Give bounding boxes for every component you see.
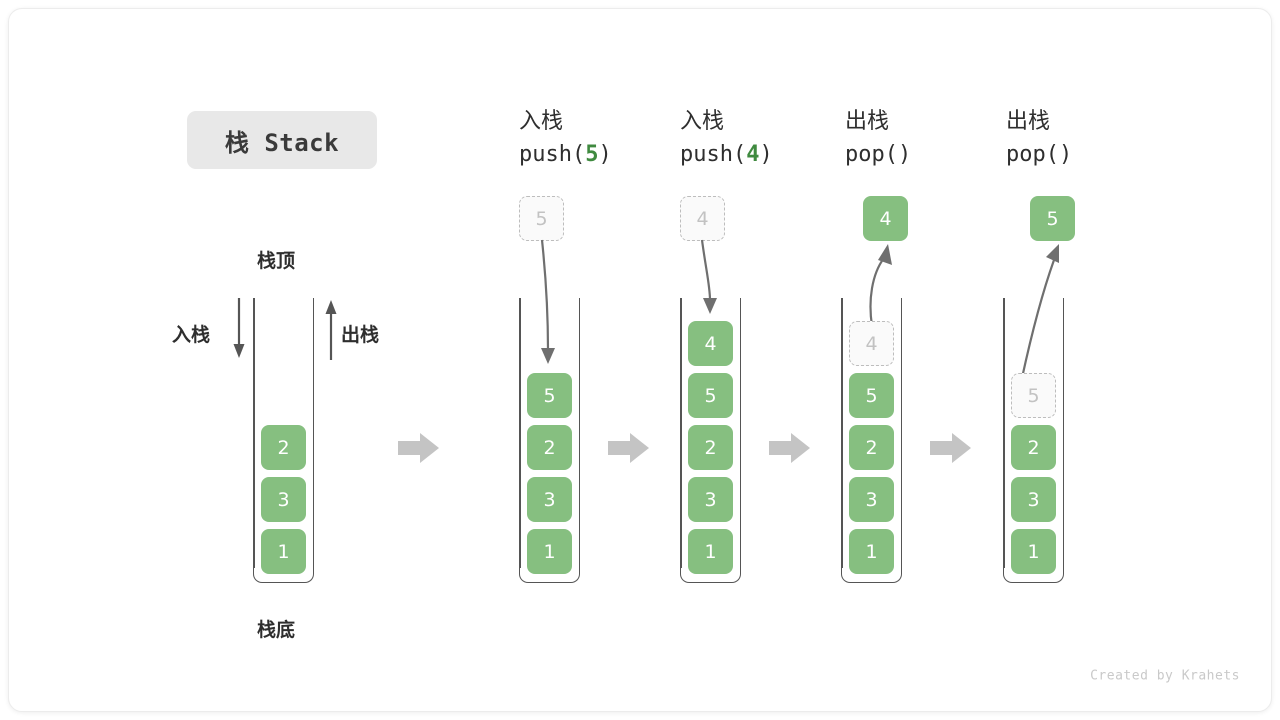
step-op-cn: 出栈 [845,109,890,134]
tube-floor [680,553,741,583]
stack-element: 5 [688,373,733,418]
push-direction-arrow-icon [233,298,245,358]
code-suffix: ) [897,141,912,167]
stack-element: 2 [1011,425,1056,470]
step-header-push-4: 入栈 push(4) [680,106,860,171]
tube-wall-left [519,298,521,568]
step-header-push-5: 入栈 push(5) [519,106,699,171]
code-prefix: pop( [1006,141,1059,167]
push-connector-arrow-icon [540,239,555,364]
tube-floor [519,553,580,583]
tube-floor [1003,553,1064,583]
stack-element: 3 [849,477,894,522]
stack-element: 1 [1011,529,1056,574]
pop-direction-label: 出栈 [341,324,380,346]
stack-element: 2 [849,425,894,470]
tube-floor [841,553,902,583]
stack-bottom-label: 栈底 [257,619,296,641]
stack-element: 3 [688,477,733,522]
incoming-element-ghost: 5 [519,196,564,241]
code-prefix: push( [519,141,586,167]
flow-arrow-icon [769,433,810,463]
outgoing-element: 4 [863,196,908,241]
step-op-code: pop() [845,138,1025,171]
step-op-cn: 入栈 [519,109,564,134]
stack-element: 1 [849,529,894,574]
pop-direction-arrow-icon [325,300,337,360]
stack-element: 3 [1011,477,1056,522]
tube-wall-left [841,298,843,568]
code-arg: 4 [746,141,760,167]
tube-wall-left [1003,298,1005,568]
stack-element: 3 [261,477,306,522]
stack-top-label: 栈顶 [257,250,296,272]
stack-tube-base [253,298,314,583]
flow-arrow-icon [930,433,971,463]
step-op-cn: 出栈 [1006,109,1051,134]
attribution-footer: Created by Krahets [1090,668,1240,684]
code-prefix: pop( [845,141,898,167]
step-op-code: pop() [1006,138,1186,171]
tube-wall-right [578,298,580,568]
stack-element: 5 [527,373,572,418]
stack-tube-step-4 [1003,298,1064,583]
stack-tube-step-1 [519,298,580,583]
stack-element: 1 [261,529,306,574]
code-suffix: ) [759,141,773,167]
push-direction-label: 入栈 [172,324,211,346]
code-arg: 5 [585,141,599,167]
stack-element: 1 [688,529,733,574]
tube-floor [253,553,314,583]
code-prefix: push( [680,141,747,167]
tube-wall-left [680,298,682,568]
stack-element: 3 [527,477,572,522]
outgoing-element: 5 [1030,196,1075,241]
step-header-pop-1: 出栈 pop() [845,106,1025,171]
step-header-pop-2: 出栈 pop() [1006,106,1186,171]
incoming-element-ghost: 4 [680,196,725,241]
stack-element: 2 [261,425,306,470]
stack-element: 2 [527,425,572,470]
pop-connector-arrow-icon [1020,244,1059,379]
step-op-code: push(4) [680,138,860,171]
stack-element-ghost: 5 [1011,373,1056,418]
push-connector-arrow-icon [700,239,717,314]
tube-wall-right [1062,298,1064,568]
tube-wall-right [900,298,902,568]
pop-connector-arrow-icon [869,244,892,327]
stack-element-ghost: 4 [849,321,894,366]
flow-arrow-icon [398,433,439,463]
stack-element: 5 [849,373,894,418]
flow-arrow-icon [608,433,649,463]
step-op-code: push(5) [519,138,699,171]
stack-tube-step-2 [680,298,741,583]
tube-wall-right [312,298,314,568]
code-suffix: ) [598,141,612,167]
tube-wall-right [739,298,741,568]
stack-tube-step-3 [841,298,902,583]
step-op-cn: 入栈 [680,109,725,134]
stack-element: 4 [688,321,733,366]
stack-element: 2 [688,425,733,470]
tube-wall-left [253,298,255,568]
code-suffix: ) [1058,141,1073,167]
stack-element: 1 [527,529,572,574]
diagram-title: 栈 Stack [187,111,377,169]
